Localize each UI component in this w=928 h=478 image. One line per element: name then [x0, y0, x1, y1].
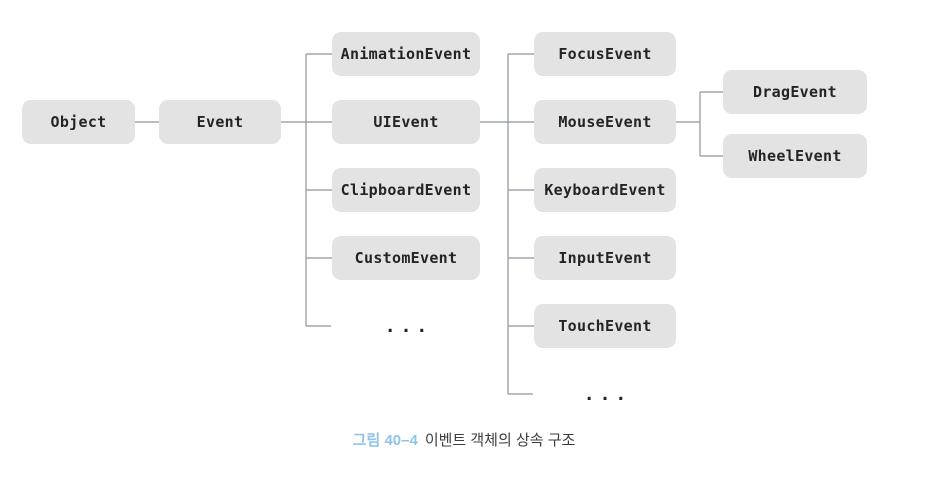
- node-keyboardevent: KeyboardEvent: [534, 168, 676, 212]
- ellipsis-event-children: ...: [384, 315, 433, 337]
- node-inputevent: InputEvent: [534, 236, 676, 280]
- figure-caption-text: 이벤트 객체의 상속 구조: [424, 432, 576, 449]
- figure-caption: 그림 40–4 이벤트 객체의 상속 구조: [0, 429, 928, 450]
- figure-number-label: 그림 40–4: [352, 432, 418, 449]
- node-focusevent: FocusEvent: [534, 32, 676, 76]
- node-clipboardevent: ClipboardEvent: [332, 168, 480, 212]
- node-dragevent: DragEvent: [723, 70, 867, 114]
- node-uievent: UIEvent: [332, 100, 480, 144]
- ellipsis-uievent-children: ...: [583, 383, 632, 405]
- node-touchevent: TouchEvent: [534, 304, 676, 348]
- node-wheelevent: WheelEvent: [723, 134, 867, 178]
- node-customevent: CustomEvent: [332, 236, 480, 280]
- node-event: Event: [159, 100, 281, 144]
- node-mouseevent: MouseEvent: [534, 100, 676, 144]
- node-object: Object: [22, 100, 135, 144]
- node-animationevent: AnimationEvent: [332, 32, 480, 76]
